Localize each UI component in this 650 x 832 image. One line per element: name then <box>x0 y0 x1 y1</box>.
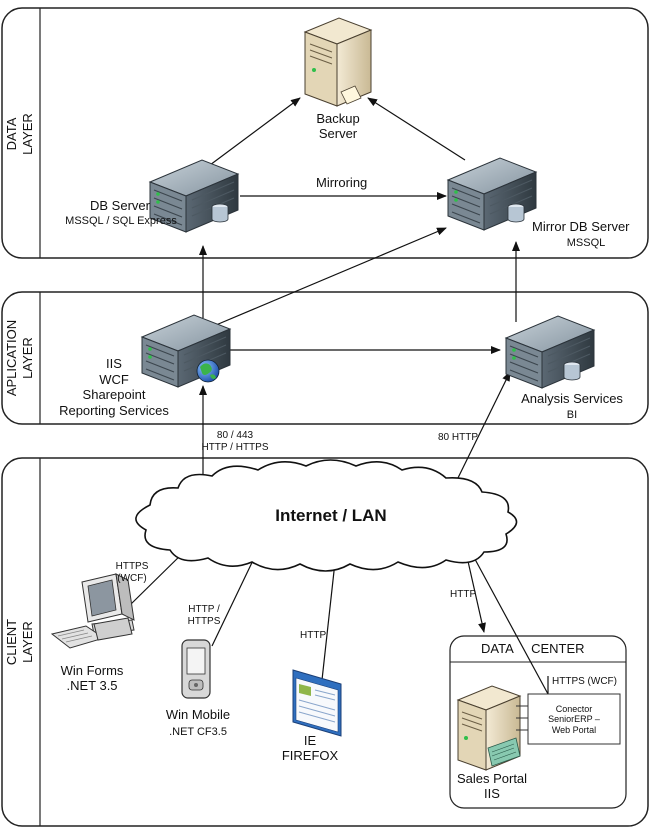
iis-ports-label: 80 / 443 HTTP / HTTPS <box>201 430 269 453</box>
edge-mirror-to-backup <box>367 97 466 161</box>
mobile-protocol-label: HTTP / HTTPS <box>187 604 221 627</box>
sales-portal-server-icon <box>456 685 522 771</box>
application-layer-frame <box>1 291 649 425</box>
edge-iis-to-mirror <box>215 227 447 326</box>
win-mobile-label: Win Mobile <box>165 707 231 722</box>
mirror-db-label: Mirror DB Server <box>532 219 630 234</box>
conector-protocol-label: HTTPS (WCF) <box>552 676 617 687</box>
backup-server-icon <box>303 17 373 107</box>
analysis-services-sublabel: BI <box>566 409 578 421</box>
data-layer-title: DATA LAYER <box>4 89 36 179</box>
edge-internet-to-analysis <box>454 371 511 485</box>
iis-services-label: IIS WCF Sharepoint Reporting Services <box>59 356 169 418</box>
db-server-sublabel: MSSQL / SQL Express <box>65 215 177 227</box>
data-layer-label: DATA LAYER <box>4 113 35 155</box>
analysis-http-label: 80 HTTP <box>438 432 479 443</box>
data-center-title: DATA CENTER <box>481 641 585 656</box>
internet-lan-label: Internet / LAN <box>275 506 387 525</box>
application-layer-label: APLICATION LAYER <box>4 319 35 397</box>
data-layer-frame <box>1 7 649 259</box>
datacenter-protocol-label: HTTP <box>450 589 477 600</box>
winforms-protocol-label: HTTPS (WCF) <box>115 561 149 584</box>
client-layer-label: CLIENT LAYER <box>4 618 35 666</box>
browser-window-icon <box>292 669 342 737</box>
analysis-server-icon <box>505 315 595 389</box>
iis-server-icon <box>141 314 231 388</box>
browser-protocol-label: HTTP <box>300 630 327 641</box>
application-layer-title: APLICATION LAYER <box>4 299 36 417</box>
win-forms-label: Win Forms .NET 3.5 <box>60 663 124 693</box>
win-forms-pc-icon <box>50 573 135 649</box>
edge-mobile-to-internet <box>211 549 259 647</box>
mirroring-label: Mirroring <box>316 175 368 190</box>
client-layer-title: CLIENT LAYER <box>4 597 36 687</box>
browsers-label: IE FIREFOX <box>281 733 339 763</box>
db-server-label: DB Server <box>90 198 150 213</box>
win-mobile-device-icon <box>181 639 211 699</box>
conector-box <box>516 693 621 745</box>
edge-db-to-backup <box>209 97 301 166</box>
mirror-db-sublabel: MSSQL <box>566 237 606 249</box>
conector-label: Conector SeniorERP – Web Portal <box>548 704 600 735</box>
sales-portal-label: Sales Portal IIS <box>456 771 528 801</box>
backup-server-label: Backup Server <box>316 111 360 141</box>
connectors <box>129 97 549 695</box>
internet-cloud <box>135 459 518 572</box>
win-mobile-sublabel: .NET CF3.5 <box>169 726 227 738</box>
client-layer-frame <box>1 457 649 827</box>
analysis-services-label: Analysis Services <box>521 391 623 406</box>
mirror-db-server-icon <box>447 157 537 231</box>
edge-browser-to-internet <box>321 552 339 681</box>
